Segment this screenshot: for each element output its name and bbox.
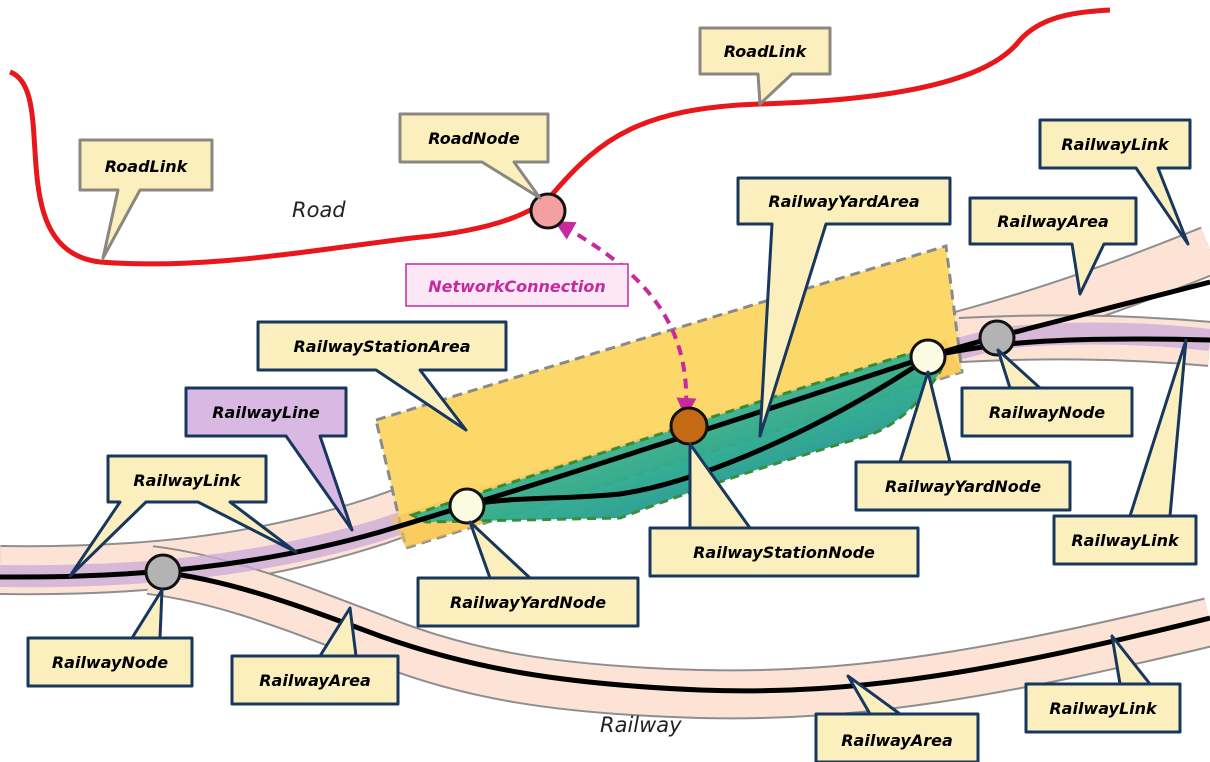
svg-text:RailwayStationNode: RailwayStationNode [693,543,875,562]
svg-text:RailwayLink: RailwayLink [133,471,242,490]
railway-station-node[interactable] [669,406,709,446]
callout-railway-station-area: RailwayStationArea [256,320,508,432]
svg-text:RailwayLink: RailwayLink [1049,699,1158,718]
network-connection-arrow [554,221,697,418]
svg-text:RailwayLink: RailwayLink [1061,135,1170,154]
callout-railway-yard-area: RailwayYardArea [736,176,952,438]
callout-railway-station-node: RailwayStationNode [648,442,920,578]
svg-text:RailwayArea: RailwayArea [997,212,1109,231]
callout-railway-area-bottom: RailwayArea [814,674,980,762]
svg-text:RailwayArea: RailwayArea [841,731,953,750]
callout-railway-node-left: RailwayNode [26,588,194,688]
railway-yard-node-right[interactable] [909,338,947,376]
svg-text:RailwayYardArea: RailwayYardArea [768,192,919,211]
callout-roadlink-top: RoadLink [698,26,832,106]
railway-node-right[interactable] [978,319,1016,357]
svg-text:RailwayYardNode: RailwayYardNode [450,593,606,612]
svg-text:RailwayStationArea: RailwayStationArea [293,337,470,356]
callout-railway-link-top-right: RailwayLink [1038,118,1192,246]
svg-text:RailwayArea: RailwayArea [259,671,371,690]
callout-railway-node-right: RailwayNode [960,348,1134,438]
railway-label: Railway [600,713,682,737]
railway-node-left[interactable] [144,553,182,591]
svg-text:RoadLink: RoadLink [724,42,808,61]
svg-text:RailwayNode: RailwayNode [52,653,168,672]
svg-text:RailwayNode: RailwayNode [989,403,1105,422]
callout-railway-link-bottom-right: RailwayLink [1024,634,1182,734]
callout-roadlink-left: RoadLink [78,138,214,260]
callout-railway-area-bottom-left: RailwayArea [230,606,400,706]
svg-text:RoadNode: RoadNode [428,129,520,148]
callout-railway-yard-node-left: RailwayYardNode [416,520,640,628]
callout-roadnode: RoadNode [398,112,550,200]
callout-railway-link-right: RailwayLink [1052,338,1198,566]
railway-yard-node-left[interactable] [448,487,486,525]
svg-text:RoadLink: RoadLink [105,157,189,176]
callout-railway-area-top-right: RailwayArea [968,196,1138,296]
callout-railway-line: RailwayLine [184,386,354,532]
callout-railway-link-left: RailwayLink [68,454,298,578]
network-connection-label: NetworkConnection [428,277,606,296]
road-link [8,7,1111,267]
svg-text:RailwayLink: RailwayLink [1071,531,1180,550]
svg-text:RailwayLine: RailwayLine [212,403,320,422]
road-node[interactable] [529,192,567,230]
callout-railway-yard-node-right: RailwayYardNode [854,370,1072,512]
network-connection-box [405,263,629,307]
road-label: Road [292,198,346,222]
svg-text:RailwayYardNode: RailwayYardNode [885,477,1041,496]
